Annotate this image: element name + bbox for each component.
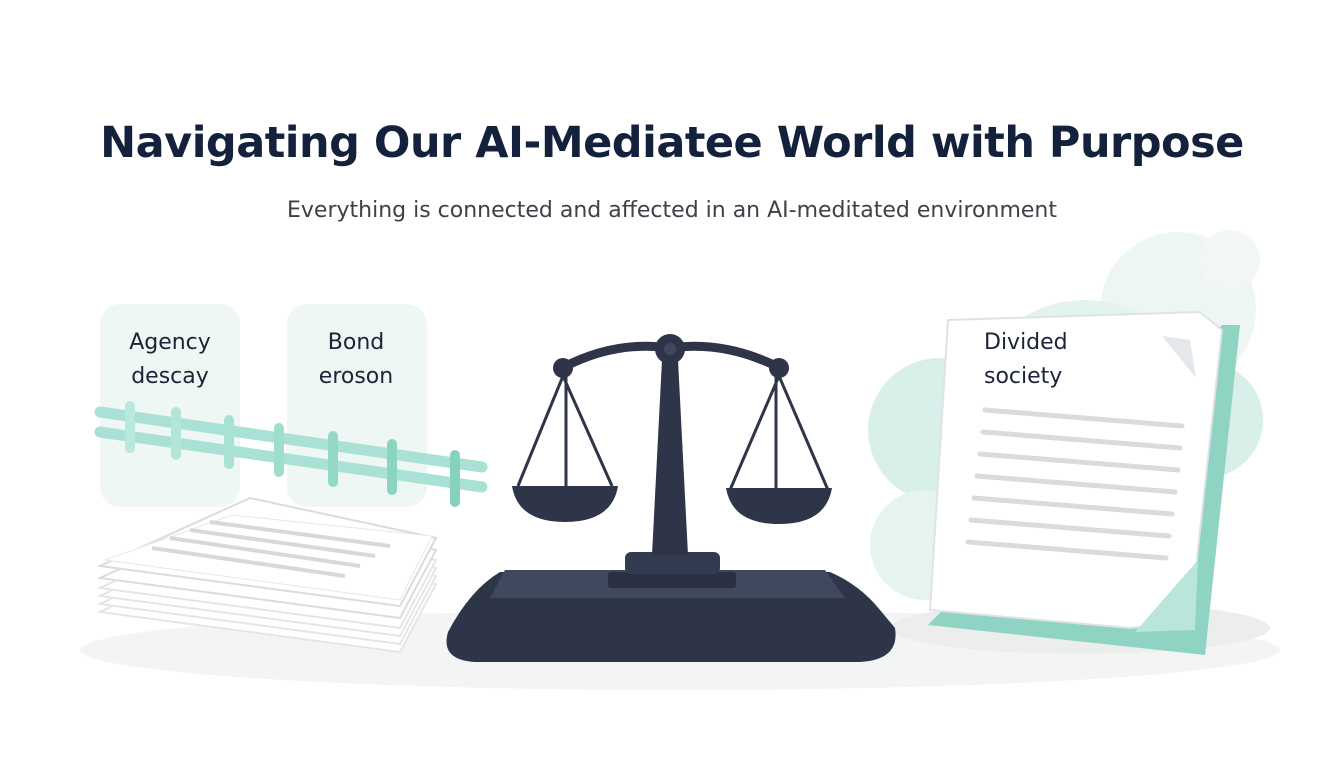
fence-icon: [94, 401, 488, 507]
bond-card-label: Bond eroson: [286, 326, 426, 394]
bond-card-line1: Bond: [327, 330, 385, 355]
agency-card-line2: descay: [131, 364, 209, 389]
page-subtitle: Everything is connected and affected in …: [287, 198, 1057, 223]
paper-stack-icon: [96, 496, 438, 654]
document-line1: Divided: [984, 330, 1068, 355]
document-line2: society: [984, 364, 1063, 389]
agency-card: [100, 304, 240, 507]
document-label: Divided society: [984, 326, 1124, 394]
document-icon: [928, 310, 1240, 655]
agency-card-line1: Agency: [129, 330, 211, 355]
page-title: Navigating Our AI-Mediatee World with Pu…: [100, 118, 1244, 168]
scales-of-justice-icon: [446, 334, 896, 662]
bond-card-line2: eroson: [318, 364, 394, 389]
agency-card-label: Agency descay: [100, 326, 240, 394]
